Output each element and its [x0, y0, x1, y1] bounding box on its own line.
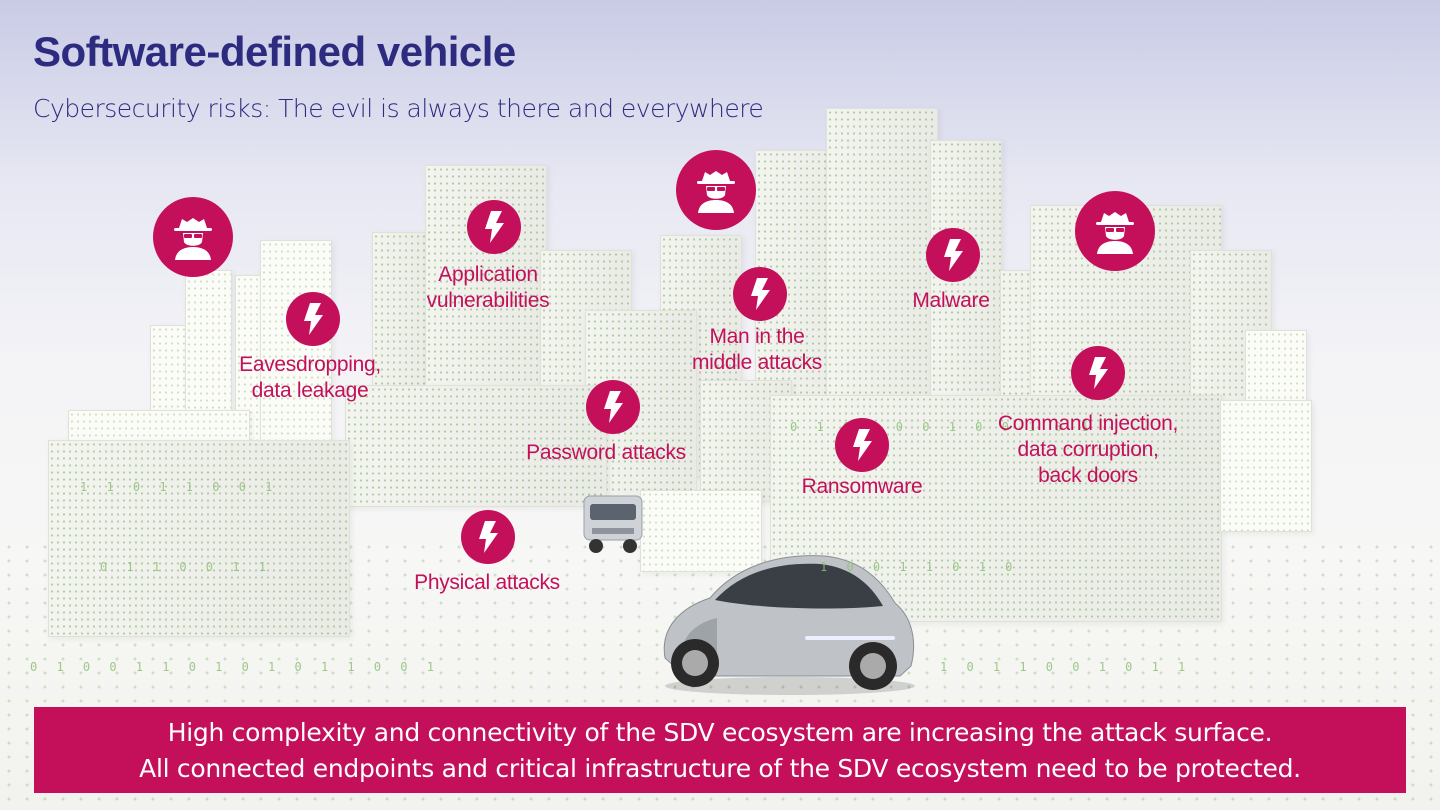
hacker-icon — [1075, 191, 1155, 271]
lightning-icon — [733, 267, 787, 321]
banner-line-2: All connected endpoints and critical inf… — [139, 754, 1301, 783]
binary-digits: 1 1 0 1 1 0 0 1 — [80, 480, 279, 494]
banner-line-1: High complexity and connectivity of the … — [167, 718, 1273, 747]
threat-label-command-injection: Command injection, data corruption, back… — [997, 412, 1179, 487]
lightning-icon — [835, 418, 889, 472]
threat-label-physical-attacks: Physical attacks — [414, 571, 560, 594]
lightning-icon — [1071, 346, 1125, 400]
building — [640, 490, 762, 572]
hacker-icon — [153, 197, 233, 277]
slide-subtitle: Cybersecurity risks: The evil is always … — [33, 94, 764, 123]
truck-illustration — [583, 495, 643, 553]
building — [345, 385, 607, 507]
lightning-icon — [467, 200, 521, 254]
binary-digits: 0 1 0 0 1 1 0 1 0 1 0 1 1 0 0 1 — [30, 660, 440, 674]
threat-label-man-in-the-middle: Man in the middle attacks — [691, 325, 823, 374]
threat-label-password-attacks: Password attacks — [526, 441, 686, 464]
hacker-icon — [676, 150, 756, 230]
lightning-icon — [286, 292, 340, 346]
building — [930, 140, 1002, 432]
building — [260, 240, 332, 452]
lightning-icon — [461, 510, 515, 564]
threat-label-ransomware: Ransomware — [801, 475, 923, 498]
slide-title: Software-defined vehicle — [33, 28, 516, 75]
car-illustration — [663, 555, 915, 695]
threat-label-application-vulnerabilities: Application vulnerabilities — [426, 263, 550, 312]
summary-banner: High complexity and connectivity of the … — [34, 707, 1406, 793]
building — [1220, 400, 1312, 532]
building — [826, 108, 938, 430]
lightning-icon — [926, 228, 980, 282]
binary-digits: 1 0 1 1 0 0 1 0 1 1 — [940, 660, 1192, 674]
lightning-icon — [586, 380, 640, 434]
binary-digits: 1 0 0 1 1 0 1 0 — [820, 560, 1019, 574]
binary-digits: 0 1 1 0 0 1 1 — [100, 560, 272, 574]
threat-label-malware: Malware — [912, 289, 990, 312]
threat-label-eavesdropping: Eavesdropping, data leakage — [239, 353, 381, 402]
building — [48, 440, 350, 637]
